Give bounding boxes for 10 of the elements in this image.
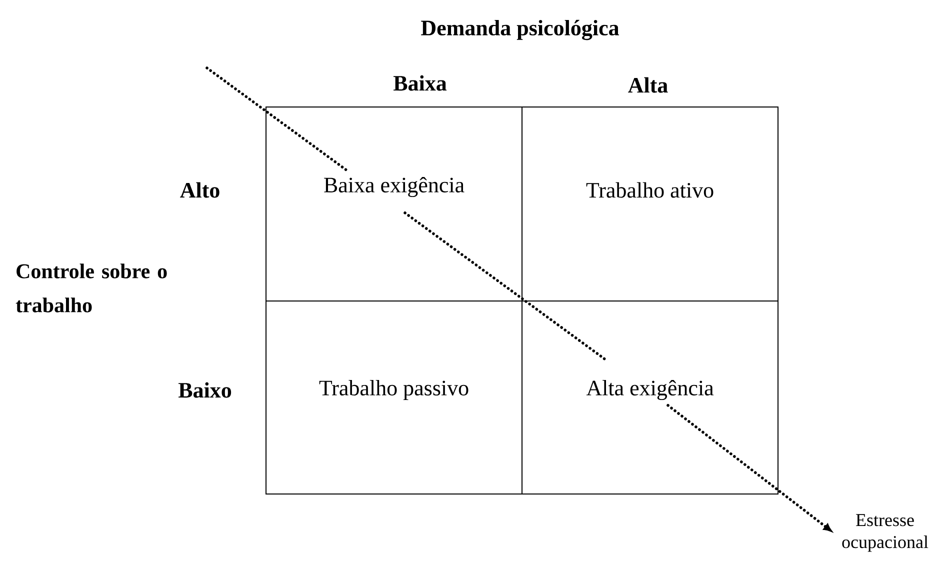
row-header: Baixo — [178, 382, 232, 398]
title: Demanda psicológica — [421, 20, 619, 40]
outcome-label: Estresse ocupacional — [842, 514, 928, 552]
arrow — [206, 66, 832, 532]
grid-cell: Trabalho ativo — [522, 106, 778, 302]
axis-label: Controle sobre o trabalho — [16, 264, 167, 312]
grid-cell: Trabalho passivo — [266, 300, 522, 494]
grid-cell: Baixa exigência — [266, 106, 522, 302]
row-header: Alto — [180, 182, 220, 198]
grid-cell: Alta exigência — [522, 300, 778, 494]
